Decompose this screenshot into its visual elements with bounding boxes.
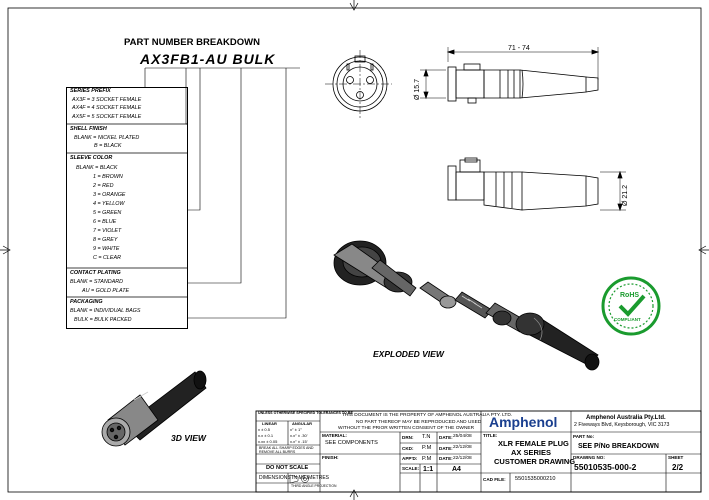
part-no-label: PART No: [573, 434, 595, 439]
packaging-line: BLANK = INDIVIDUAL BAGS [70, 308, 141, 314]
exploded-view-label: EXPLODED VIEW [373, 349, 444, 359]
units-note: DIMENSIONS IN MILIMETRES [259, 475, 330, 481]
drn-label: DRN: [402, 435, 414, 440]
drn-value: T.N [422, 434, 431, 440]
tolerance-linear-value: x ± 0.5 [258, 427, 270, 432]
sleeve-color-heading: SLEEVE COLOR [70, 155, 113, 161]
drawing-no-label: DRAWING NO: [573, 455, 605, 460]
packaging-heading: PACKAGING [70, 299, 103, 305]
sleeve-color-line: 3 = ORANGE [93, 192, 126, 198]
finish-label: FINISH: [322, 455, 339, 460]
title-label: TITLE: [483, 433, 498, 438]
rohs-text: RoHS [620, 292, 640, 299]
contact-plating-line: AU = GOLD PLATE [82, 288, 130, 294]
sleeve-color-line: 7 = VIOLET [93, 228, 122, 234]
contact-plating-heading: CONTACT PLATING [70, 270, 121, 276]
break-edges-note: BREAK ALL SHARP EDGES AND REMOVE ALL BUR… [259, 446, 314, 454]
breakdown-box [66, 87, 188, 329]
three-d-view-label: 3D VIEW [171, 433, 206, 443]
drn-date-label: DATE: [439, 435, 453, 440]
breakdown-title: PART NUMBER BREAKDOWN [124, 37, 260, 48]
property-notice-line: THIS DOCUMENT IS THE PROPERTY OF AMPHENO… [342, 413, 513, 418]
sleeve-color-line: 4 = YELLOW [93, 201, 125, 207]
ckd-label: CKD: [402, 446, 414, 451]
cad-file-value: 5501535000210 [515, 476, 556, 482]
appd-value: P.M [422, 456, 432, 462]
drawing-no-value: 55010535-000-2 [574, 462, 637, 472]
cad-file-label: CAD FILE: [483, 477, 506, 482]
part-number-code: AX3FB1-AU BULK [140, 51, 276, 67]
appd-date-value: 22/12/08 [453, 456, 472, 461]
property-notice-line: WITHOUT THE PRIOR WRITTEN CONSENT OF THE… [338, 426, 475, 431]
tolerance-linear-header: LINEAR [262, 421, 277, 426]
scale-value: 1:1 [423, 466, 434, 473]
sleeve-color-line: C = CLEAR [93, 255, 122, 261]
drawing-title-line: XLR FEMALE PLUG [498, 439, 569, 448]
series-prefix-heading: SERIES PREFIX [70, 88, 111, 94]
projection-label: THIRD ANGLE PROJECTION [291, 484, 337, 488]
sleeve-color-line: 5 = GREEN [93, 210, 122, 216]
tolerance-angular-value: x° ± 1° [290, 427, 302, 432]
shell-finish-heading: SHELL FINISH [70, 126, 107, 132]
series-prefix-line: AX4F = 4 SOCKET FEMALE [72, 105, 142, 111]
sleeve-color-line: 1 = BROWN [93, 174, 123, 180]
scale-label: SCALE: [402, 466, 420, 471]
length-dim: 71 - 74 [508, 45, 530, 52]
ckd-date-value: 22/12/08 [453, 445, 472, 450]
shell-finish-line: B = BLACK [94, 143, 122, 149]
tolerance-angular-header: ANGULAR [292, 421, 312, 426]
material-label: MATERIAL: [322, 433, 347, 438]
property-notice-line: NO PART THEREOF MAY BE REPRODUCED AND US… [356, 420, 482, 425]
amphenol-logo: Amphenol [489, 414, 558, 430]
rohs-compliant-text: COMPLIANT [614, 317, 641, 322]
sleeve-color-line: 2 = RED [93, 183, 114, 189]
ckd-value: P.M [422, 445, 432, 451]
tolerance-angular-value: x.x° ± .15' [290, 439, 308, 444]
sheet-value: 2/2 [672, 463, 684, 472]
sleeve-color-line: 9 = WHITE [93, 246, 120, 252]
sleeve-color-line: 8 = GREY [93, 237, 118, 243]
tolerance-header: UNLESS OTHERWISE SPECIFIED TOLERANCES TO… [258, 411, 353, 415]
sheet-size-value: A4 [452, 466, 461, 473]
series-prefix-line: AX3F = 3 SOCKET FEMALE [72, 97, 142, 103]
shell-finish-line: BLANK = NICKEL PLATED [74, 135, 140, 141]
ckd-date-label: DATE: [439, 446, 453, 451]
tolerance-linear-value: x.x ± 0.1 [258, 433, 274, 438]
sleeve-color-line: BLANK = BLACK [76, 165, 118, 171]
sheet-label: SHEET [668, 455, 684, 460]
packaging-line: BULK = BULK PACKED [74, 317, 132, 323]
tolerance-angular-value: x.x° ± .30' [290, 433, 308, 438]
drn-date-value: 25/04/08 [453, 434, 472, 439]
drawing-title-line: CUSTOMER DRAWING [494, 457, 576, 466]
appd-date-label: DATE: [439, 456, 453, 461]
drawing-title-line: AX SERIES [511, 448, 552, 457]
part-no-value: SEE P/No BREAKDOWN [578, 443, 659, 450]
sleeve-color-line: 6 = BLUE [93, 219, 117, 225]
contact-plating-line: BLANK = STANDARD [70, 279, 124, 285]
series-prefix-line: AX5F = 5 SOCKET FEMALE [72, 114, 142, 120]
company-name: Amphenol Australia Pty.Ltd. [586, 415, 666, 421]
material-value: SEE COMPONENTS [325, 440, 378, 446]
company-address: 2 Fiveways Blvd, Keysborough, VIC 3173 [574, 422, 670, 428]
do-not-scale-note: DO NOT SCALE [266, 465, 309, 471]
tolerance-linear-value: x.xx ± 0.05 [258, 439, 278, 444]
appd-label: APP'D: [402, 456, 418, 461]
